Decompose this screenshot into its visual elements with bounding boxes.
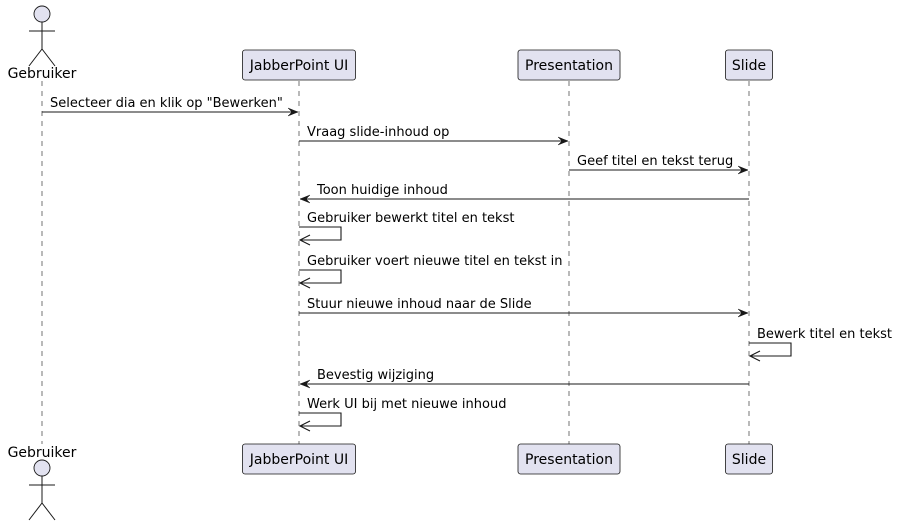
participant-label-ui-top: JabberPoint UI	[249, 58, 348, 74]
message-2: Vraag slide-inhoud op	[299, 125, 569, 146]
message-arrow	[749, 342, 792, 357]
message-3: Geef titel en tekst terug	[569, 154, 749, 175]
messages: Selecteer dia en klik op "Bewerken" Vraag…	[42, 96, 892, 432]
message-8: Bewerk titel en tekst	[748, 327, 892, 362]
participants-bottom: Gebruiker JabberPoint UI Presentation Slide	[8, 443, 773, 521]
participant-label-slide-top: Slide	[732, 58, 766, 74]
message-label: Selecteer dia en klik op "Bewerken"	[50, 96, 283, 111]
message-5: Gebruiker bewerkt titel en tekst	[298, 211, 514, 246]
message-7: Stuur nieuwe inhoud naar de Slide	[299, 297, 749, 318]
message-label: Werk UI bij met nieuwe inhoud	[307, 397, 506, 412]
message-label: Gebruiker bewerkt titel en tekst	[307, 211, 514, 226]
participant-box-slide-bottom	[725, 443, 773, 475]
message-6: Gebruiker voert nieuwe titel en tekst in	[298, 254, 563, 289]
actor-label-gebruiker: Gebruiker	[8, 445, 77, 461]
actor-label-gebruiker: Gebruiker	[8, 66, 77, 82]
participant-label-ui-bottom: JabberPoint UI	[249, 452, 348, 468]
participant-label-slide-bottom: Slide	[732, 452, 766, 468]
message-9: Bevestig wijziging	[299, 368, 749, 389]
message-label: Vraag slide-inhoud op	[307, 125, 449, 140]
participants-top: Gebruiker JabberPoint UI Presentation Slide	[8, 5, 773, 82]
message-arrow	[299, 269, 342, 284]
message-10: Werk UI bij met nieuwe inhoud	[298, 397, 506, 432]
message-label: Toon huidige inhoud	[316, 183, 448, 198]
actor-gebruiker-icon	[28, 5, 56, 67]
participant-box-ui-top	[242, 49, 356, 81]
message-1: Selecteer dia en klik op "Bewerken"	[42, 96, 299, 117]
message-4: Toon huidige inhoud	[299, 183, 749, 204]
participant-box-ui-bottom	[242, 443, 356, 475]
message-label: Geef titel en tekst terug	[577, 154, 733, 169]
participant-box-presentation-bottom	[517, 443, 621, 475]
message-label: Stuur nieuwe inhoud naar de Slide	[307, 297, 532, 312]
participant-box-slide-top	[725, 49, 773, 81]
message-label: Bevestig wijziging	[317, 368, 434, 383]
message-label: Gebruiker voert nieuwe titel en tekst in	[307, 254, 563, 269]
message-label: Bewerk titel en tekst	[757, 327, 892, 342]
actor-gebruiker-icon	[28, 459, 56, 521]
participant-box-presentation-top	[517, 49, 621, 81]
participant-label-presentation-top: Presentation	[525, 58, 613, 74]
message-arrow	[299, 226, 342, 241]
participant-label-presentation-bottom: Presentation	[525, 452, 613, 468]
message-arrow	[299, 412, 342, 427]
